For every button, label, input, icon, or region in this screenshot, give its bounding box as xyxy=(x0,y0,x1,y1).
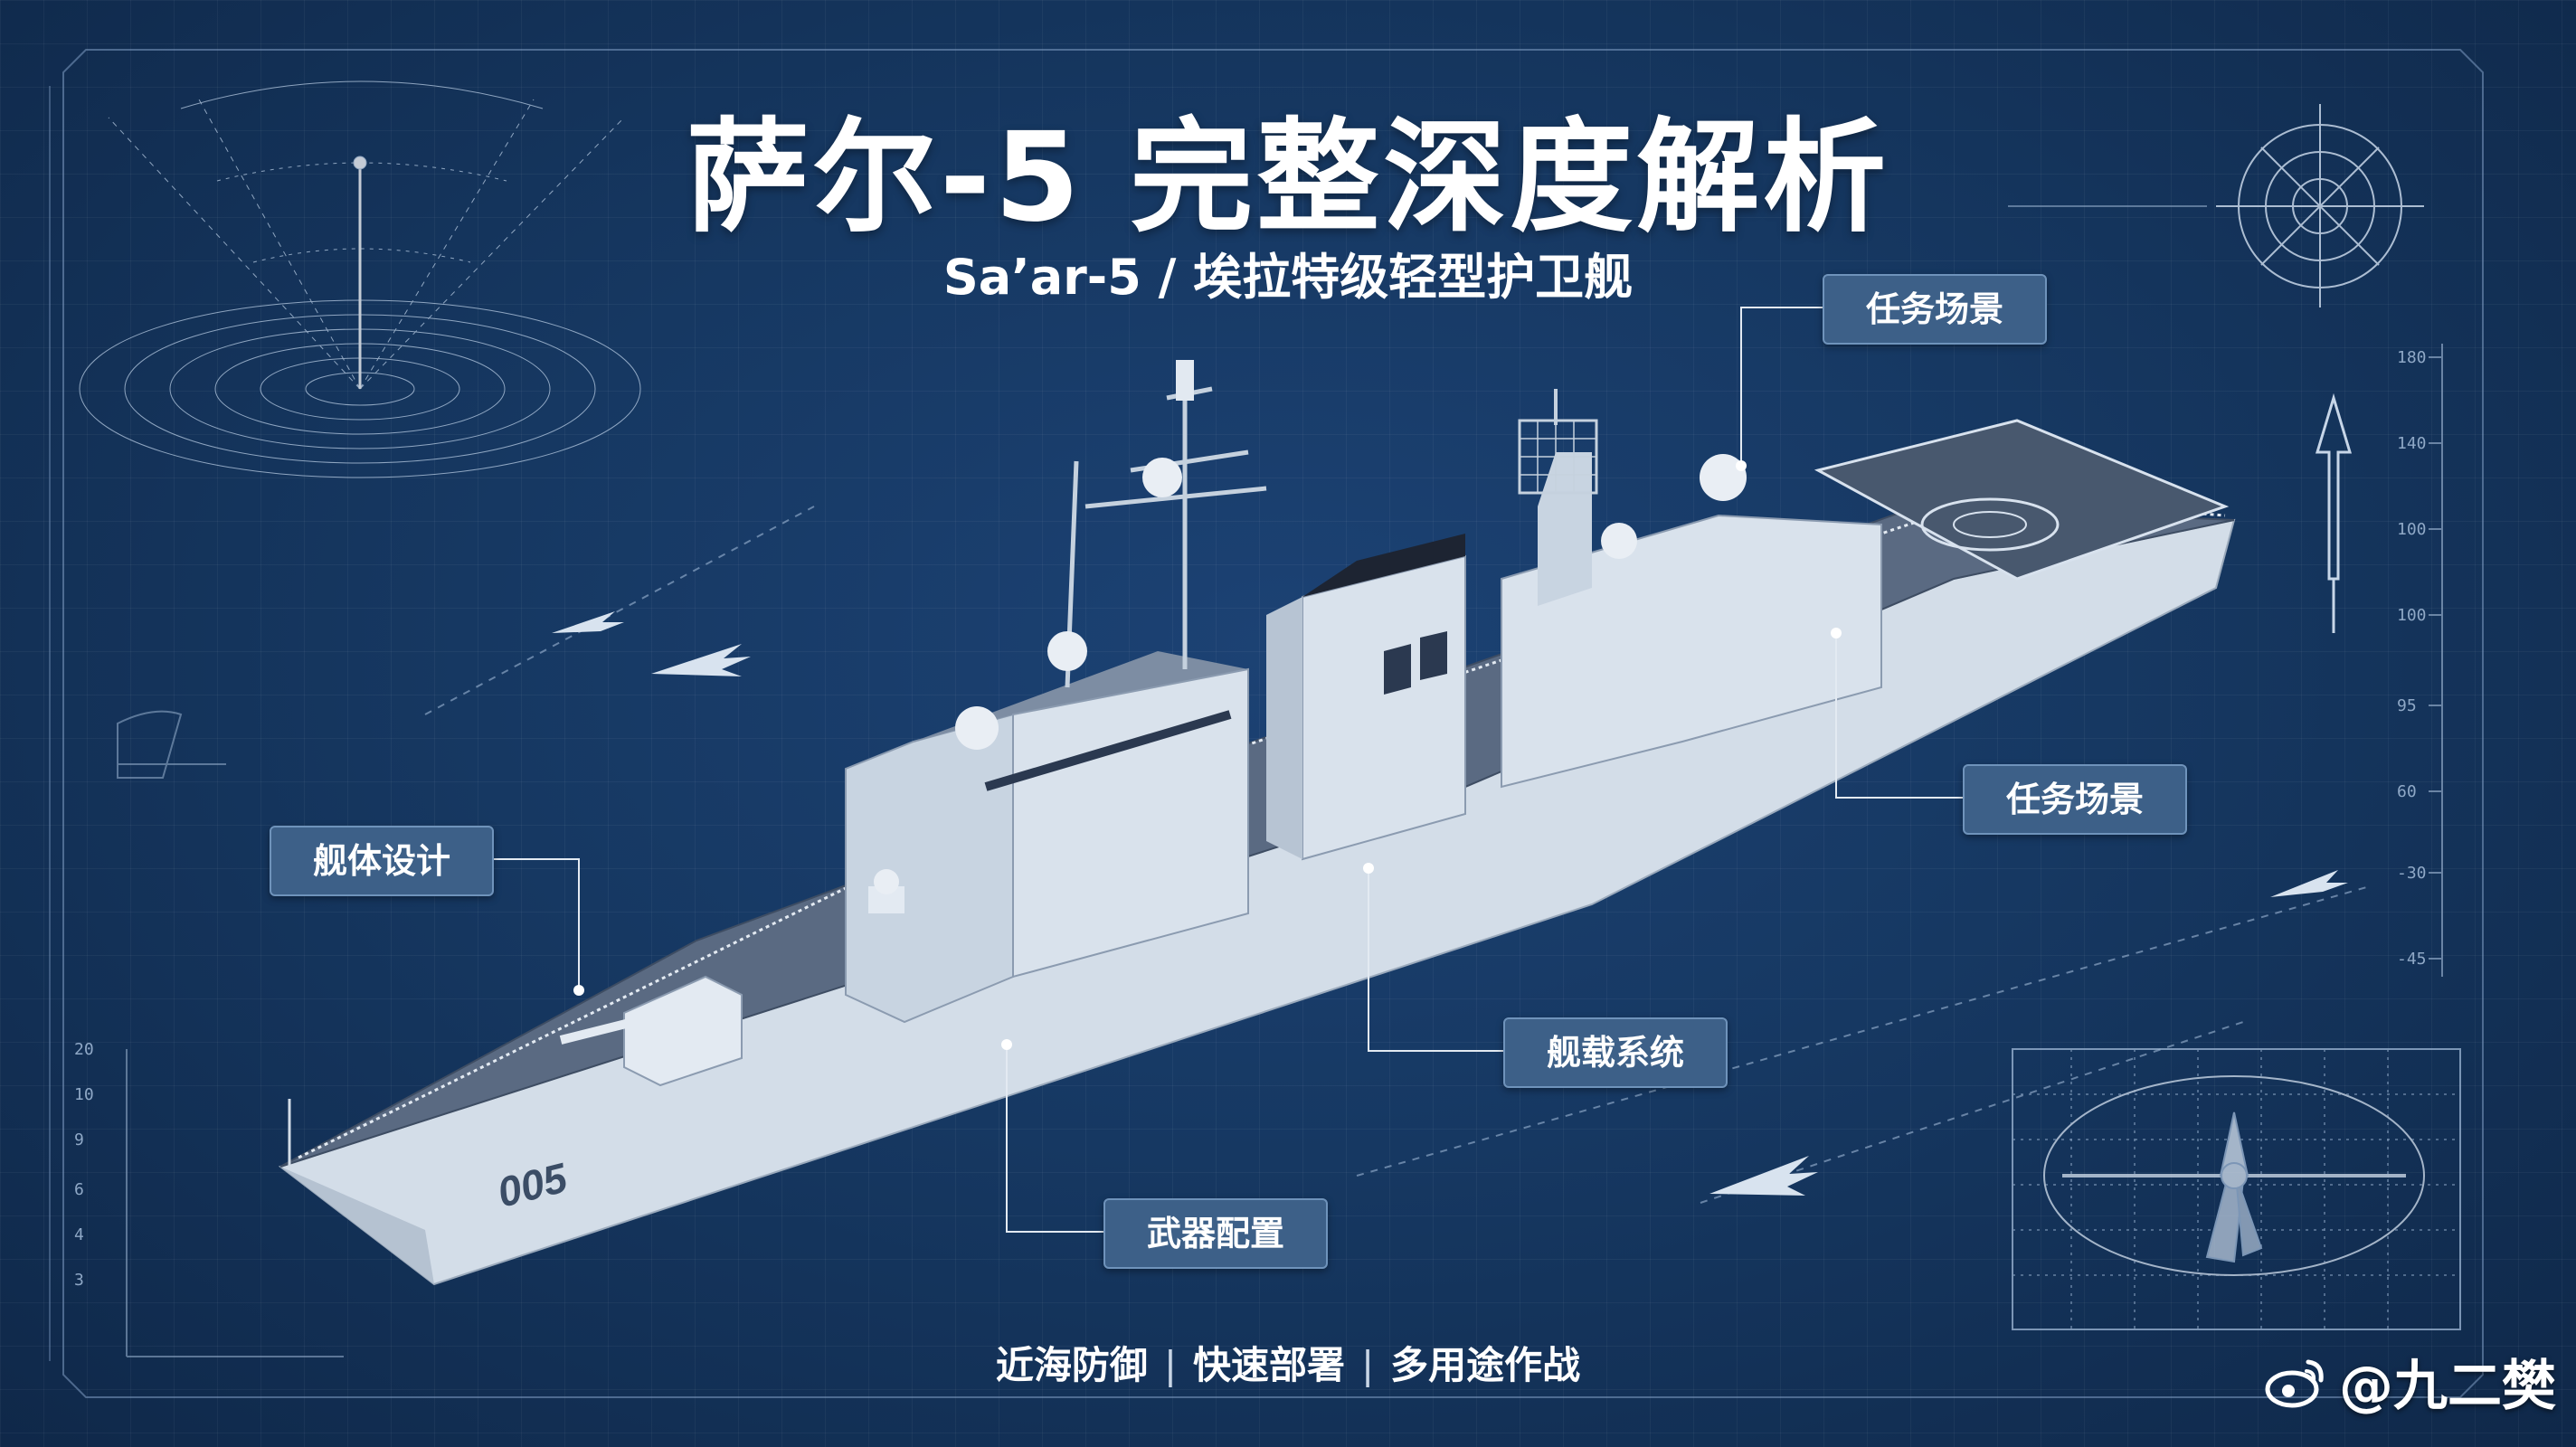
left-scale-bar xyxy=(117,710,344,1357)
watermark-text: @九二樊 xyxy=(2339,1355,2556,1418)
tagline: 近海防御 | 快速部署 | 多用途作战 xyxy=(0,1335,2576,1390)
scale-label: 95 xyxy=(2397,696,2417,715)
callout-mission-right: 任务场景 xyxy=(1963,764,2187,835)
callout-onboard-systems: 舰载系统 xyxy=(1503,1017,1728,1088)
callout-hull-design: 舰体设计 xyxy=(270,826,494,896)
callout-mission-top: 任务场景 xyxy=(1823,274,2047,345)
weibo-logo-icon xyxy=(2265,1359,2324,1407)
scale-label: 60 xyxy=(2397,782,2417,801)
propeller-schematic xyxy=(2012,1048,2461,1330)
radar-sweep-graphic xyxy=(79,80,641,478)
left-scale-label: 4 xyxy=(74,1225,84,1244)
right-scale-bar xyxy=(2429,344,2443,977)
scale-label: 140 xyxy=(2397,434,2427,453)
target-reticle-icon xyxy=(2216,104,2424,307)
missile-icon xyxy=(552,611,2348,1196)
scale-label: -30 xyxy=(2397,864,2427,883)
callout-leader-lines xyxy=(490,307,1963,1233)
trajectory-lines xyxy=(424,506,2371,1204)
warship-illustration xyxy=(278,360,2236,1286)
left-scale-label: 6 xyxy=(74,1180,84,1199)
vertical-missile-icon xyxy=(2315,392,2353,633)
scale-label: 100 xyxy=(2397,520,2427,539)
left-scale-label: 20 xyxy=(74,1040,94,1059)
scale-label: 100 xyxy=(2397,606,2427,625)
left-scale-label: 9 xyxy=(74,1130,84,1149)
outer-frame xyxy=(62,49,2484,1398)
tagline-separator: | xyxy=(1163,1343,1177,1387)
page-subtitle: Sa’ar-5 / 埃拉特级轻型护卫舰 xyxy=(942,249,1634,306)
tagline-separator: | xyxy=(1361,1343,1375,1387)
tagline-item: 快速部署 xyxy=(1192,1343,1345,1387)
scale-label: 180 xyxy=(2397,348,2427,367)
left-scale-label: 3 xyxy=(74,1271,84,1290)
page-title: 萨尔-5 完整深度解析 xyxy=(686,107,1890,250)
tagline-item: 多用途作战 xyxy=(1390,1343,1581,1387)
left-scale-label: 10 xyxy=(74,1085,94,1104)
watermark: @九二樊 xyxy=(2265,1342,2556,1421)
callout-weapons: 武器配置 xyxy=(1103,1198,1328,1269)
scale-label: -45 xyxy=(2397,950,2427,969)
callout-leader-dots xyxy=(573,460,1842,1050)
tagline-item: 近海防御 xyxy=(995,1343,1148,1387)
